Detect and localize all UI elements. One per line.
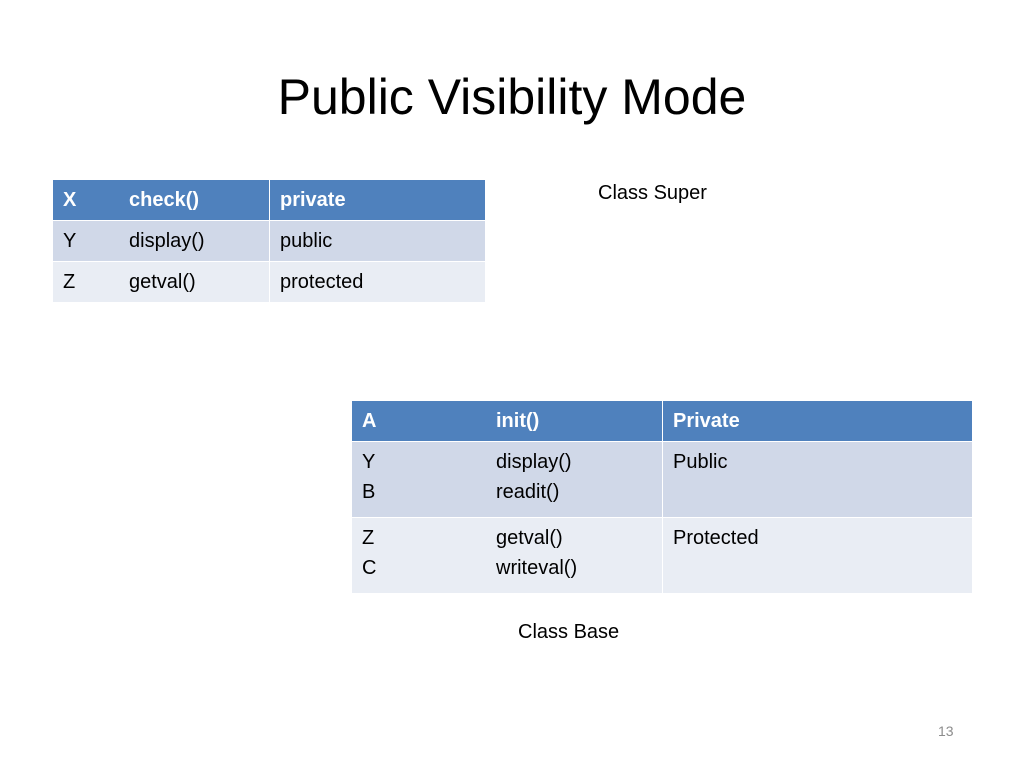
member-var: A [362, 410, 377, 432]
access-label: Protected [673, 527, 759, 549]
member-method: readit() [496, 481, 560, 503]
member-method: display() [129, 230, 205, 252]
access-cell: public [269, 220, 486, 262]
access-cell: Protected [662, 517, 973, 594]
member-var: B [362, 481, 376, 503]
access-label: Public [673, 451, 728, 473]
member-method: getval() [129, 271, 196, 293]
member-var: Y [63, 230, 77, 252]
member-method: init() [496, 410, 540, 432]
access-cell: Public [662, 441, 973, 518]
member-var: Z [362, 527, 375, 549]
member-var: C [362, 557, 377, 579]
member-var: Y [362, 451, 376, 473]
slide-title: Public Visibility Mode [277, 69, 747, 125]
member-method: check() [129, 189, 200, 211]
access-cell: private [269, 179, 486, 221]
class-super-caption: Class Super [598, 182, 707, 204]
class-base-caption: Class Base [518, 621, 620, 643]
access-cell: protected [269, 261, 486, 303]
access-cell: Private [662, 400, 973, 442]
member-method: writeval() [496, 557, 578, 579]
member-method: display() [496, 451, 572, 473]
slide-number: 13 [938, 723, 954, 739]
member-var: Z [63, 271, 76, 293]
member-method: getval() [496, 527, 563, 549]
member-var: X [63, 189, 77, 211]
